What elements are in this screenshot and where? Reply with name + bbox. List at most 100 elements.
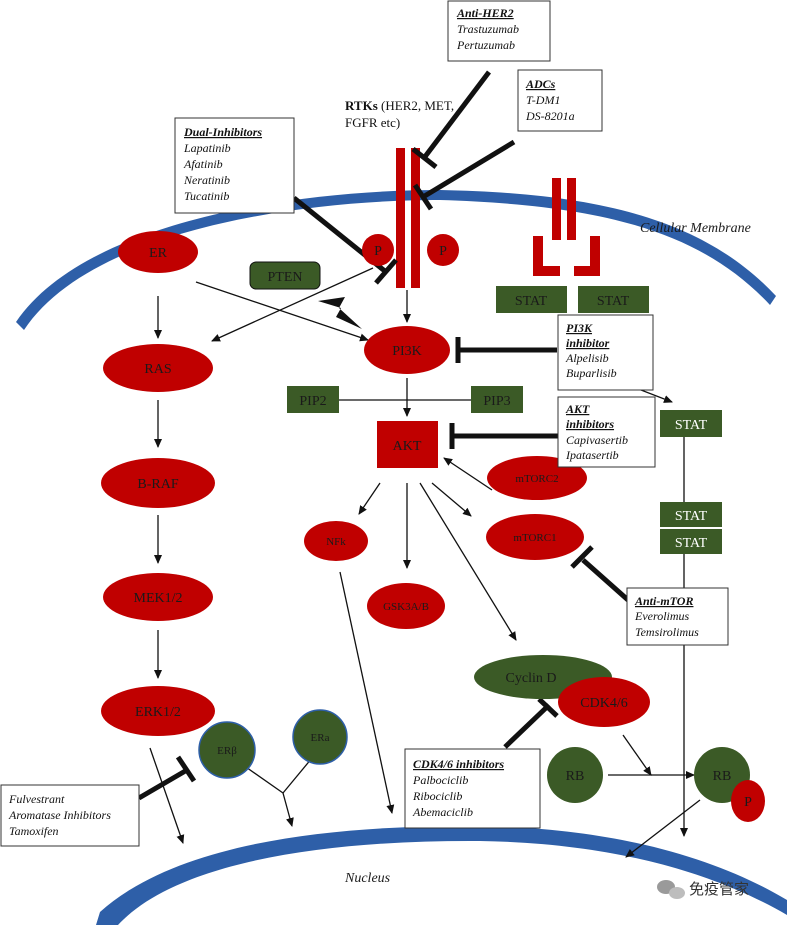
er-beta-to-nucleus-arrow bbox=[242, 764, 294, 827]
pi3k-inhibitor-drug: Buparlisib bbox=[566, 366, 617, 380]
stat-node-membrane-left bbox=[496, 286, 567, 313]
watermark-text: 免疫管家 bbox=[689, 880, 749, 898]
rtk-receptor-right bbox=[411, 148, 420, 288]
cdk46-inhibitors-box bbox=[404, 748, 541, 829]
mtor-inhibit-bar bbox=[570, 545, 594, 569]
akt-node bbox=[377, 421, 438, 468]
pi3k-inhibitor-drug: Alpelisib bbox=[565, 351, 609, 365]
anti-her2-drug: Trastuzumab bbox=[457, 22, 519, 36]
dual-inhibitors-title: Dual-Inhibitors bbox=[183, 125, 262, 139]
phospho-right-label: P bbox=[439, 244, 447, 259]
rtks-label-line2: FGFR etc) bbox=[345, 115, 400, 130]
er-to-pi3k-arrow bbox=[195, 281, 369, 342]
cdk46-inhibitors-title: CDK4/6 inhibitors bbox=[413, 757, 504, 771]
mtorc2-to-akt-arrow bbox=[443, 457, 493, 491]
rb-p-to-nucleus-arrow bbox=[625, 799, 701, 858]
er-alpha-node-label: ERa bbox=[311, 732, 330, 744]
phospho-left-node bbox=[362, 234, 394, 266]
stat-node-membrane-left-label: STAT bbox=[515, 294, 548, 309]
nfk-node-label: NFk bbox=[326, 536, 346, 548]
endocrine-therapy-drug: Tamoxifen bbox=[9, 824, 59, 838]
dual-inhibitors-drug: Lapatinib bbox=[183, 141, 231, 155]
pi3k-inhibitor-title-2: inhibitor bbox=[566, 336, 610, 350]
rb-phosphate-node-label: P bbox=[744, 795, 752, 810]
b-raf-node bbox=[101, 458, 215, 508]
stat-node-cytoplasm bbox=[660, 410, 722, 437]
er-beta-node bbox=[198, 721, 256, 779]
pi3k-node-label: PI3K bbox=[392, 344, 422, 359]
akt-inhibitors-drug: Capivasertib bbox=[566, 433, 628, 447]
inhibition-lines bbox=[137, 70, 630, 801]
cdk-inhibit-line bbox=[503, 703, 551, 749]
pi3k-node bbox=[364, 326, 450, 374]
dual-inhibit-bar bbox=[374, 258, 398, 285]
akt-to-nfk-arrow bbox=[358, 482, 381, 515]
p-to-ras-arrow bbox=[211, 267, 374, 342]
adcs-inhibit-line bbox=[421, 139, 516, 200]
adcs-box bbox=[517, 69, 603, 132]
pip2-node bbox=[287, 386, 339, 413]
mtorc1-node-label: mTORC1 bbox=[513, 532, 556, 544]
pten-node-label: PTEN bbox=[268, 270, 303, 285]
pip2-node-label: PIP2 bbox=[299, 394, 326, 409]
pip3-node bbox=[471, 386, 523, 413]
endocrine-therapy-drug: Fulvestrant bbox=[8, 792, 65, 806]
stat-receptor-left-bar bbox=[552, 178, 561, 240]
phospho-right-node bbox=[427, 234, 459, 266]
cdk46-node bbox=[558, 677, 650, 727]
cdk46-inhibitors-drug: Ribociclib bbox=[412, 789, 462, 803]
cdk46-inhibitors-drug: Abemaciclib bbox=[412, 805, 473, 819]
anti-her2-inhibit-line bbox=[422, 70, 491, 160]
akt-inhibitors-box bbox=[557, 396, 656, 468]
cyclin-d-node-label: Cyclin D bbox=[506, 671, 557, 686]
er-beta-node-label: ERβ bbox=[217, 745, 237, 757]
ras-node-label: RAS bbox=[144, 362, 171, 377]
stat-dimer-bottom bbox=[660, 529, 722, 554]
mtorc2-node-label: mTORC2 bbox=[515, 473, 558, 485]
cellular-membrane bbox=[16, 190, 776, 330]
rb-node bbox=[547, 747, 603, 803]
stat-node-membrane-right-label: STAT bbox=[597, 294, 630, 309]
anti-mtor-box bbox=[626, 587, 729, 646]
stat-node-cytoplasm-label: STAT bbox=[675, 418, 708, 433]
b-raf-node-label: B-RAF bbox=[137, 477, 178, 492]
cdk46-node-label: CDK4/6 bbox=[580, 696, 627, 711]
pten-node bbox=[249, 261, 321, 290]
stat-dimer-top bbox=[660, 502, 722, 527]
anti-her2-title: Anti-HER2 bbox=[456, 6, 514, 20]
dual-inhibitors-box bbox=[174, 117, 295, 214]
anti-mtor-title: Anti-mTOR bbox=[634, 594, 693, 608]
akt-node-label: AKT bbox=[393, 439, 422, 454]
rb-node-label: RB bbox=[566, 769, 585, 784]
adcs-drug: T-DM1 bbox=[526, 93, 560, 107]
akt-inhibitors-drug: Ipatasertib bbox=[565, 448, 619, 462]
mek-node bbox=[103, 573, 213, 621]
rb-phosphate-node bbox=[731, 780, 765, 822]
adcs-inhibit-bar bbox=[412, 183, 434, 211]
akt-to-mtorc1-arrow bbox=[431, 482, 472, 517]
dual-inhibitors-drug: Afatinib bbox=[183, 157, 223, 171]
er-node-label: ER bbox=[149, 246, 168, 261]
rb-phospho-node-label: RB bbox=[713, 769, 732, 784]
anti-her2-inhibit-bar bbox=[411, 147, 438, 169]
mek-node-label: MEK1/2 bbox=[134, 591, 183, 606]
stat-receptor-right-bar bbox=[567, 178, 576, 240]
stat-receptor-right-foot bbox=[574, 236, 600, 276]
erk-node-label: ERK1/2 bbox=[135, 705, 181, 720]
cdk46-inhibitors-drug: Palbociclib bbox=[412, 773, 468, 787]
erk-node bbox=[101, 686, 215, 736]
stat-node-membrane-right bbox=[578, 286, 649, 313]
stat-receptor-left-foot bbox=[533, 236, 560, 276]
nucleus-label: Nucleus bbox=[344, 871, 391, 886]
akt-inhibitors-title: AKT bbox=[565, 402, 590, 416]
rtk-receptor-left bbox=[396, 148, 405, 288]
pip3-node-label: PIP3 bbox=[483, 394, 510, 409]
rtks-label: RTKs (HER2, MET, bbox=[345, 98, 454, 113]
endocrine-therapy-drug: Aromatase Inhibitors bbox=[8, 808, 111, 822]
dual-inhibitors-drug: Neratinib bbox=[183, 173, 230, 187]
akt-inhibitors-title-2: inhibitors bbox=[566, 417, 614, 431]
er-alpha-node bbox=[292, 709, 348, 765]
phospho-left-label: P bbox=[374, 244, 382, 259]
ras-node bbox=[103, 344, 213, 392]
